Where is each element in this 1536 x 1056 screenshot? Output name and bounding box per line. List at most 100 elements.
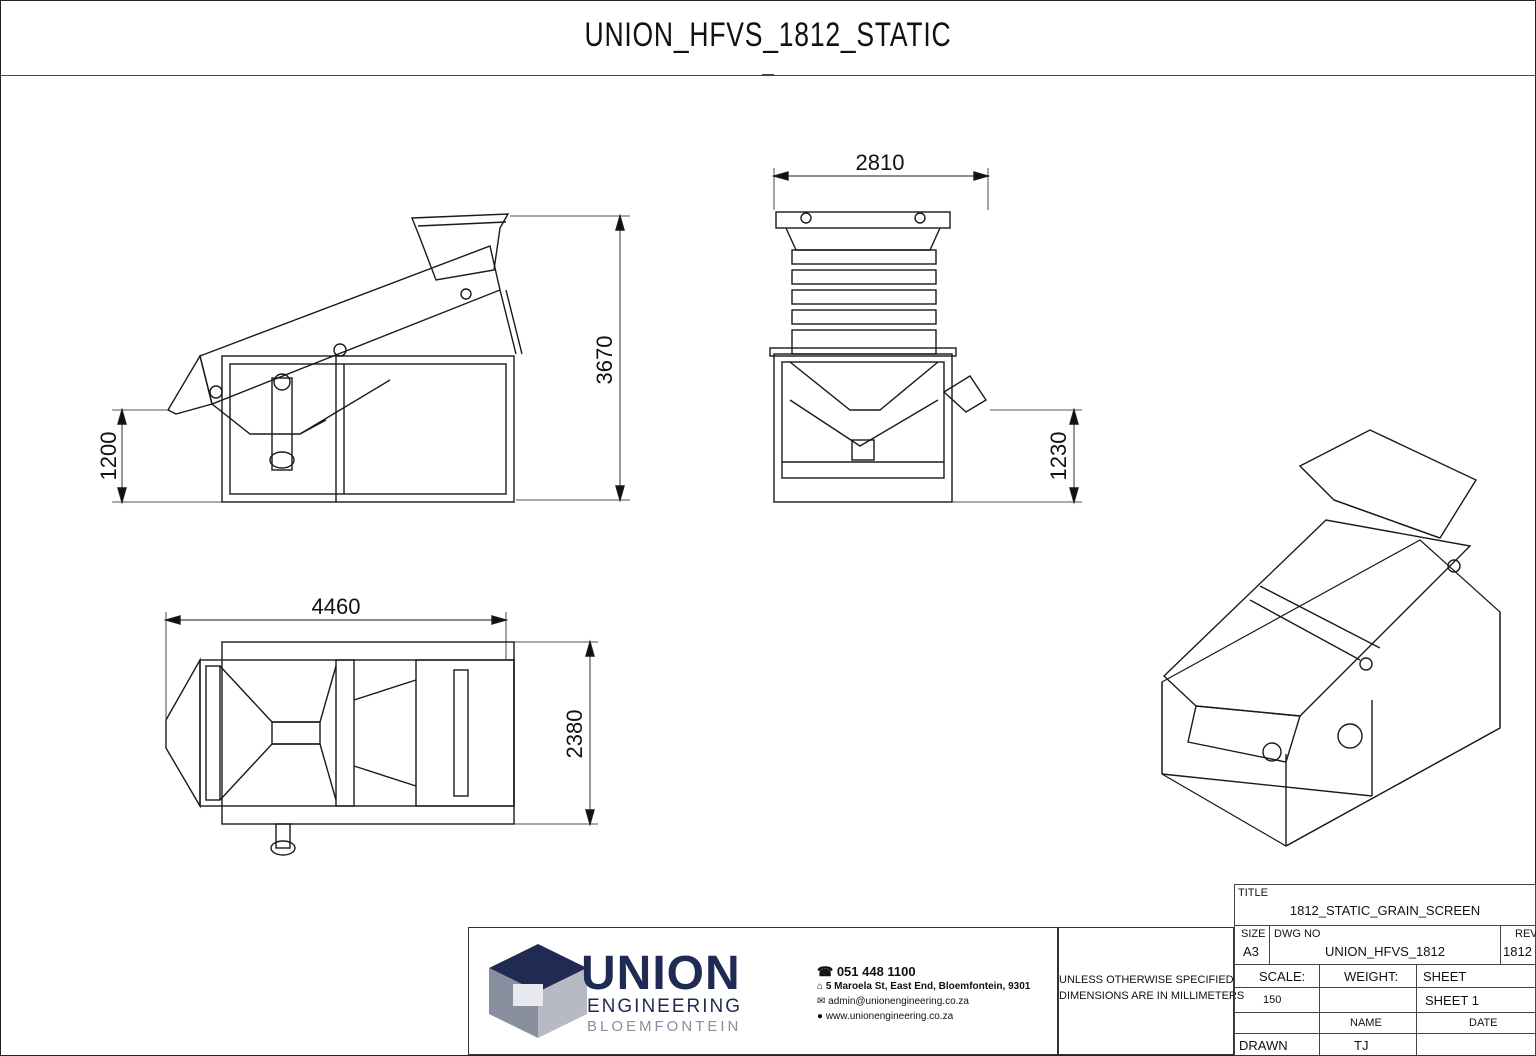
side-under-hopper	[211, 379, 391, 435]
iso-deck-rail	[1249, 599, 1361, 661]
side-view	[112, 213, 630, 505]
side-outlet-pipe	[271, 377, 293, 471]
tb-name-label: NAME	[1350, 1017, 1382, 1029]
dim-label-2380: 2380	[562, 710, 587, 759]
iso-outlet	[1262, 742, 1282, 762]
tb-sheet-value-cell: SHEET 1	[1416, 987, 1536, 1013]
tb-rev-value: 1812	[1503, 944, 1532, 959]
tb-empty-cell	[1234, 1012, 1320, 1034]
front-under-hopper	[789, 361, 939, 411]
tb-title-cell: TITLE 1812_STATIC_GRAIN_SCREEN	[1234, 884, 1536, 926]
front-lug	[914, 212, 926, 224]
contact-phone-row: ☎ 051 448 1100	[817, 964, 916, 980]
tb-name-label-cell: NAME	[1319, 1012, 1417, 1034]
tb-weight-value-cell	[1319, 987, 1417, 1013]
dim-label-3670: 3670	[592, 336, 617, 385]
dim-arrow	[973, 171, 991, 181]
mail-icon: ✉	[817, 996, 829, 1007]
front-frame-outer	[773, 353, 953, 503]
top-funnel-upper	[219, 665, 337, 723]
tb-dwg-cell: DWG NO UNION_HFVS_1812	[1269, 925, 1501, 965]
side-bolt-circle	[460, 288, 472, 300]
tb-dwg-label: DWG NO	[1274, 928, 1321, 940]
iso-frame-rail	[1161, 773, 1373, 797]
tb-drawn-label-cell: DRAWN	[1234, 1033, 1320, 1056]
dim-arrow	[585, 639, 595, 657]
front-lug	[800, 212, 812, 224]
tb-weight-label-cell: WEIGHT:	[1319, 964, 1417, 988]
globe-icon: ●	[817, 1011, 826, 1022]
top-deck-line	[353, 765, 417, 787]
logo-line2: ENGINEERING	[587, 996, 743, 1017]
front-hopper-top	[775, 211, 951, 229]
header-tick	[762, 74, 774, 76]
dim-arrow	[615, 213, 625, 231]
front-view	[769, 168, 1082, 505]
iso-frame-rail	[1285, 727, 1501, 847]
side-frame-inner	[229, 363, 507, 495]
tb-date-label: DATE	[1469, 1017, 1498, 1029]
top-funnel-outlet	[271, 721, 321, 745]
top-rail-mid	[335, 659, 355, 807]
dim-arrow	[1069, 407, 1079, 425]
top-hopper	[415, 659, 515, 807]
side-support-strut-2	[505, 289, 523, 355]
dim-arrow	[117, 487, 127, 505]
contact-address-row: ⌂ 5 Maroela St, East End, Bloemfontein, …	[817, 981, 1030, 992]
notes-block: UNLESS OTHERWISE SPECIFIED DIMENSIONS AR…	[1058, 927, 1244, 1055]
tb-drawn-label: DRAWN	[1239, 1038, 1288, 1053]
dim-arrow	[163, 615, 181, 625]
dim-arrow	[771, 171, 789, 181]
front-frame-inner	[781, 361, 945, 479]
iso-lower-hopper	[1187, 705, 1301, 763]
front-under-hopper-2	[789, 399, 939, 447]
notes-line1: UNLESS OTHERWISE SPECIFIED	[1059, 974, 1234, 986]
front-deck-5	[791, 329, 937, 355]
tb-title-label: TITLE	[1238, 887, 1268, 899]
iso-pivot	[1359, 657, 1373, 671]
top-outlet-pipe	[275, 823, 291, 849]
top-body	[199, 659, 515, 807]
phone-icon: ☎	[817, 964, 837, 979]
isometric-view	[1161, 429, 1501, 847]
side-screen-deck	[199, 245, 501, 405]
home-icon: ⌂	[817, 981, 826, 992]
top-view	[163, 612, 598, 856]
top-frame-outer	[221, 641, 515, 825]
tb-sheet-value: SHEET 1	[1425, 993, 1479, 1008]
side-motor-disc	[273, 373, 291, 391]
tb-size-value: A3	[1243, 944, 1259, 959]
tb-date-label-cell: DATE	[1416, 1012, 1536, 1034]
logo-line3: BLOEMFONTEIN	[587, 1018, 742, 1035]
front-deck-4	[791, 309, 937, 325]
tb-size-cell: SIZE A3	[1234, 925, 1270, 965]
tb-drawn-date-cell	[1416, 1033, 1536, 1056]
tb-weight-label: WEIGHT:	[1344, 969, 1399, 984]
iso-hopper-edge	[1333, 499, 1441, 539]
iso-screen-deck	[1162, 519, 1472, 717]
dim-arrow	[117, 407, 127, 425]
side-pivot-2	[209, 385, 223, 399]
tb-size-label: SIZE	[1241, 928, 1266, 940]
dim-arrow	[615, 485, 625, 503]
top-hopper-slot	[453, 669, 469, 797]
side-support-strut	[499, 289, 517, 355]
contact-email-row: ✉ admin@unionengineering.co.za	[817, 996, 969, 1007]
contact-phone: 051 448 1100	[836, 964, 916, 979]
front-outlet-spout	[942, 375, 987, 413]
tb-title-value: 1812_STATIC_GRAIN_SCREEN	[1289, 903, 1481, 918]
tb-scale-label: SCALE:	[1259, 969, 1306, 984]
tb-drawn-value: TJ	[1354, 1038, 1369, 1053]
dim-arrow	[491, 615, 509, 625]
iso-frame-envelope	[1161, 539, 1501, 847]
top-deck-line	[353, 679, 417, 701]
iso-deck-rail	[1259, 585, 1381, 649]
side-inlet-chute	[167, 354, 213, 415]
contact-website-row: ● www.unionengineering.co.za	[817, 1011, 953, 1022]
tb-dwg-value: UNION_HFVS_1812	[1325, 944, 1445, 959]
page-title: UNION_HFVS_1812_STATIC	[584, 16, 952, 54]
title-block: TITLE 1812_STATIC_GRAIN_SCREEN SIZE A3 D…	[1234, 884, 1536, 1056]
dim-arrow	[1069, 487, 1079, 505]
front-hopper	[785, 227, 941, 251]
